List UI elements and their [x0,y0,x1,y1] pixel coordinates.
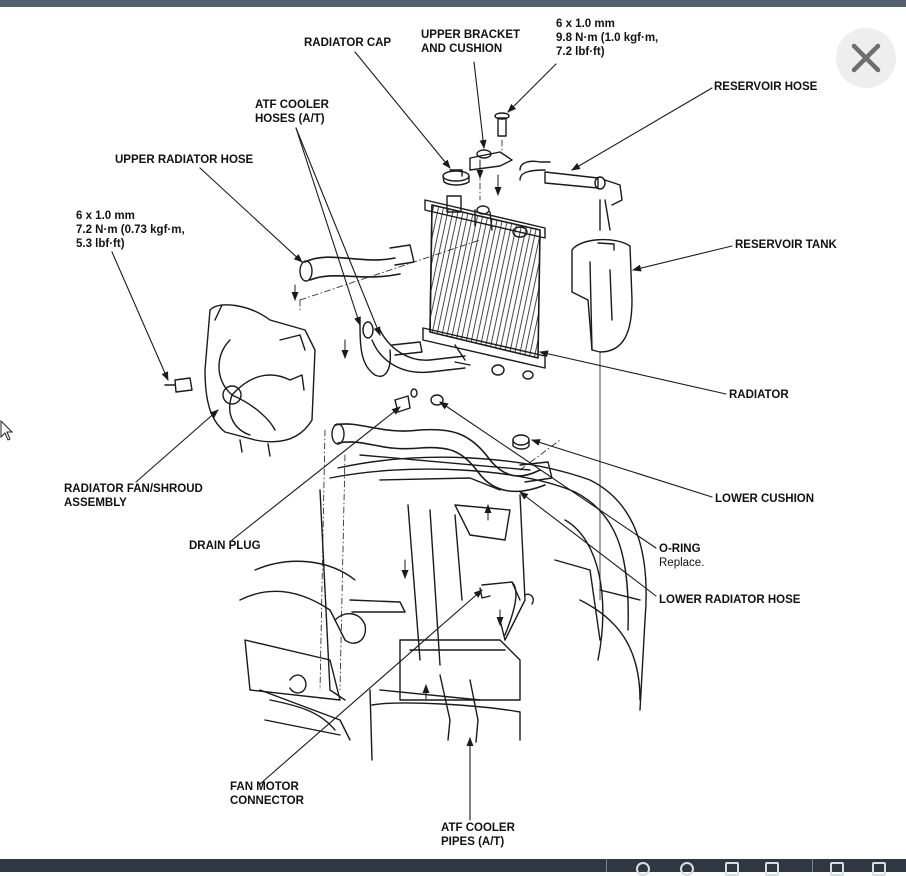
zoom-in-icon[interactable] [680,862,694,876]
arrow-cursor-icon [0,420,14,441]
toolbar-separator [606,859,607,872]
callout-leaders [111,51,733,821]
reservoir-tank [571,238,633,601]
radiator-fan-shroud-assembly [164,304,316,457]
label-radiator: RADIATOR [729,389,789,401]
fan-motor-connector [479,581,534,641]
viewer-bottom-toolbar [0,859,906,876]
atf-cooler-hoses [359,319,471,377]
zoom-out-icon[interactable] [636,862,650,876]
label-radiator-cap: RADIATOR CAP [304,37,392,49]
label-radiator-fan-shroud-assembly: RADIATOR FAN/SHROUD ASSEMBLY [64,483,203,509]
upper-bracket-and-cushion [469,112,513,171]
direction-arrows [291,159,504,701]
viewer-top-bar [0,0,906,7]
label-reservoir-tank: RESERVOIR TANK [735,239,837,251]
lower-radiator-hose [331,423,553,493]
label-lower-cushion: LOWER CUSHION [715,493,815,505]
label-fan-bolt-spec: 6 x 1.0 mm 7.2 N·m (0.73 kgf·m, 5.3 lbf·… [76,210,185,250]
drain-plug-parts [394,388,530,450]
close-icon [851,43,881,73]
label-upper-radiator-hose: UPPER RADIATOR HOSE [115,154,254,166]
toolbar-separator [812,859,813,872]
rotate-icon[interactable] [765,862,779,876]
label-upper-bolt-spec: 6 x 1.0 mm 9.8 N·m (1.0 kgf·m, 7.2 lbf·f… [556,18,659,58]
image-viewer [0,7,906,859]
close-button[interactable] [836,28,896,88]
comment-icon[interactable] [830,862,844,876]
radiator-core [422,195,546,380]
label-o-ring: O-RING Replace. [659,543,705,569]
label-fan-motor-connector: FAN MOTOR CONNECTOR [230,781,304,807]
reservoir-hose [519,160,623,231]
label-atf-cooler-hoses: ATF COOLER HOSES (A/T) [255,99,329,125]
upper-radiator-hose [299,244,415,282]
label-upper-bracket-and-cushion: UPPER BRACKET AND CUSHION [421,29,521,55]
label-reservoir-hose: RESERVOIR HOSE [714,81,818,93]
download-icon[interactable] [872,862,886,876]
alignment-lines [299,139,561,691]
label-drain-plug: DRAIN PLUG [189,540,261,552]
label-o-ring-note: Replace. [659,557,705,569]
vehicle-body-outline [239,454,647,761]
fit-icon[interactable] [725,862,739,876]
label-atf-cooler-pipes: ATF COOLER PIPES (A/T) [441,822,515,848]
label-lower-radiator-hose: LOWER RADIATOR HOSE [659,594,801,606]
radiator-cap [442,169,470,186]
